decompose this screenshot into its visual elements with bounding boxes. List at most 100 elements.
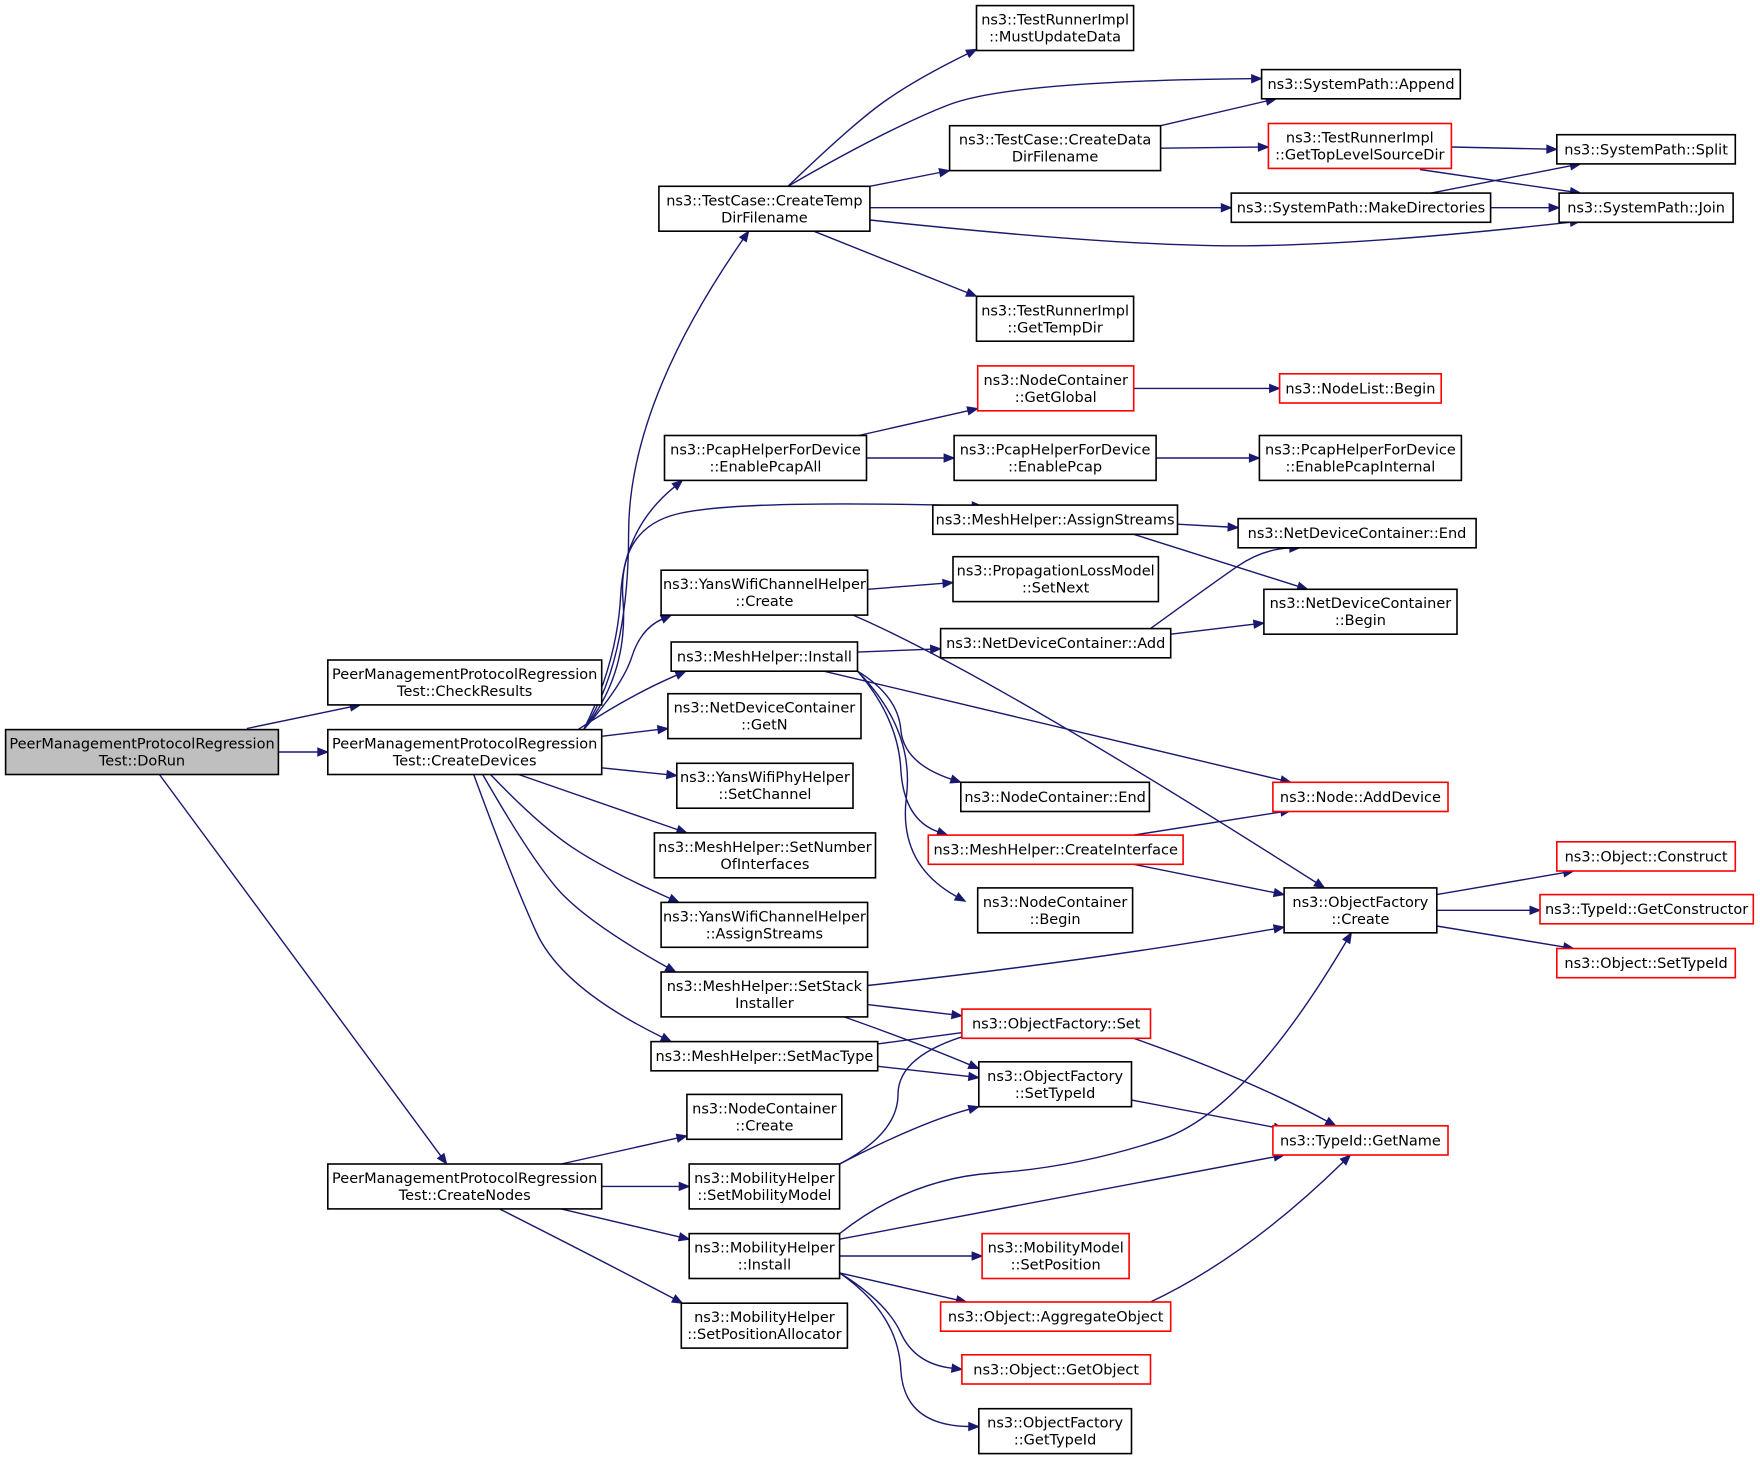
node-checkresults[interactable]: PeerManagementProtocolRegressionTest::Ch… [326,659,603,706]
node-split[interactable]: ns3::SystemPath::Split [1556,133,1737,165]
node-getobject[interactable]: ns3::Object::GetObject [961,1354,1152,1385]
node-box [688,1232,841,1280]
node-getname[interactable]: ns3::TypeId::GetName [1272,1125,1449,1156]
edge-createdevices-to-createtemp [583,230,750,730]
edge-line [867,1003,953,1016]
node-ndcgetn[interactable]: ns3::NetDeviceContainer::GetN [667,692,862,740]
node-yanscreate[interactable]: ns3::YansWifiChannelHelper::Create [660,569,869,616]
edge-createdevices-to-ndcgetn [601,725,670,737]
arrowhead-icon [1313,878,1326,889]
node-enablepcapall[interactable]: ns3::PcapHelperForDevice::EnablePcapAll [663,434,868,482]
node-box [660,901,869,949]
node-meshinstall[interactable]: ns3::MeshHelper::Install [670,641,859,673]
node-label-line: ::GetGlobal [1015,390,1097,406]
node-ofset[interactable]: ns3::ObjectFactory::Set [961,1008,1152,1040]
node-box [981,1232,1130,1280]
node-label-line: ns3::TestRunnerImpl [1286,130,1434,146]
edge-line [813,230,968,294]
node-label-line: DirFilename [721,210,808,226]
node-label-line: PeerManagementProtocolRegression [332,667,597,683]
node-aggregate[interactable]: ns3::Object::AggregateObject [939,1301,1172,1333]
node-objsettype[interactable]: ns3::Object::SetTypeId [1556,947,1737,979]
node-box [952,555,1160,603]
edge-line [1160,100,1267,127]
arrowhead-icon [1227,522,1240,532]
arrowhead-icon [1251,73,1263,84]
node-label-line: ns3::MobilityModel [988,1241,1124,1257]
node-label-line: ns3::NodeContainer [983,895,1127,911]
node-box [326,1163,603,1210]
node-ndcend[interactable]: ns3::NetDeviceContainer::End [1237,517,1477,549]
edge-line [1133,863,1275,894]
arrowhead-icon [1248,453,1261,463]
node-ndcbegin[interactable]: ns3::NetDeviceContainer::Begin [1263,588,1458,635]
node-enablepcap[interactable]: ns3::PcapHelperForDevice::EnablePcap [953,434,1157,482]
edge-line [839,1156,1275,1240]
edge-line [1170,623,1254,635]
node-box [953,434,1157,482]
edge-line [843,1016,970,1066]
node-mustupdate[interactable]: ns3::TestRunnerImpl::MustUpdateData [975,4,1135,52]
node-join[interactable]: ns3::SystemPath::Join [1558,192,1734,224]
edge-mobinstall-to-getobject [839,1272,964,1373]
node-gettempdir[interactable]: ns3::TestRunnerImpl::GetTempDir [975,295,1135,342]
node-meshassign[interactable]: ns3::MeshHelper::AssignStreams [931,504,1179,536]
node-box [4,728,280,776]
node-mobsetalloc[interactable]: ns3::MobilityHelper::SetPositionAllocato… [680,1302,849,1349]
node-objconstruct[interactable]: ns3::Object::Construct [1556,840,1737,872]
node-label-line: ns3::TestCase::CreateTemp [666,193,862,209]
node-mobinstall[interactable]: ns3::MobilityHelper::Install [688,1232,841,1280]
node-ofcreate[interactable]: ns3::ObjectFactory::Create [1283,887,1438,934]
node-enablepcapint[interactable]: ns3::PcapHelperForDevice::EnablePcapInte… [1258,434,1463,482]
node-ndcadd[interactable]: ns3::NetDeviceContainer::Add [939,627,1172,659]
arrowhead-icon [659,614,673,624]
node-dorun[interactable]: PeerManagementProtocolRegressionTest::Do… [4,728,280,776]
edge-line [857,670,957,898]
node-label-line: ns3::ObjectFactory [987,1069,1123,1085]
node-createdevices[interactable]: PeerManagementProtocolRegressionTest::Cr… [326,728,603,776]
node-gettoplevel[interactable]: ns3::TestRunnerImpl::GetTopLevelSourceDi… [1267,122,1453,170]
edge-line [857,670,939,833]
node-box [1539,893,1755,925]
node-getglobal[interactable]: ns3::NodeContainer::GetGlobal [976,365,1135,412]
node-nodelistbegin[interactable]: ns3::NodeList::Begin [1278,372,1442,404]
node-label-line: ns3::TypeId::GetName [1280,1133,1441,1149]
node-createnodes[interactable]: PeerManagementProtocolRegressionTest::Cr… [326,1163,603,1210]
node-yansassign[interactable]: ns3::YansWifiChannelHelper::AssignStream… [660,901,869,949]
node-nccreate[interactable]: ns3::NodeContainer::Create [686,1093,843,1141]
node-append[interactable]: ns3::SystemPath::Append [1260,68,1462,100]
node-setposition[interactable]: ns3::MobilityModel::SetPosition [981,1232,1130,1280]
edge-line [857,670,952,780]
node-createiface[interactable]: ns3::MeshHelper::CreateInterface [927,834,1184,866]
node-ofsettypeid[interactable]: ns3::ObjectFactory::SetTypeId [977,1061,1133,1108]
node-nodeadd[interactable]: ns3::Node::AddDevice [1272,781,1449,813]
arrowhead-icon [1324,1116,1337,1127]
edge-ofset-to-getname [1133,1037,1337,1127]
node-yansphy[interactable]: ns3::YansWifiPhyHelper::SetChannel [675,762,854,809]
node-mobsetmodel[interactable]: ns3::MobilityHelper::SetMobilityModel [688,1163,841,1210]
edge-line [839,1272,953,1369]
node-box [1260,68,1462,100]
node-label-line: ns3::MeshHelper::SetNumber [658,840,871,856]
node-box [680,1302,849,1349]
node-ncend[interactable]: ns3::NodeContainer::End [959,781,1151,813]
arrowhead-icon [967,1104,981,1115]
edge-line [877,1031,969,1045]
node-ncbegin[interactable]: ns3::NodeContainer::Begin [976,887,1134,934]
edge-line [518,773,678,831]
node-label-line: ::Create [1331,912,1389,928]
node-label-line: ns3::ObjectFactory [1292,895,1428,911]
edge-meshinstall-to-createiface [857,670,949,837]
node-ofgettypeid[interactable]: ns3::ObjectFactory::GetTypeId [977,1407,1133,1455]
node-getctor[interactable]: ns3::TypeId::GetConstructor [1539,893,1755,925]
node-makedirs[interactable]: ns3::SystemPath::MakeDirectories [1230,192,1492,224]
edge-dorun-to-checkresults [246,702,362,730]
node-setnext[interactable]: ns3::PropagationLossModel::SetNext [952,555,1160,603]
node-label-line: PeerManagementProtocolRegression [332,737,597,753]
node-setmactype[interactable]: ns3::MeshHelper::SetMacType [650,1040,879,1072]
edge-line [583,503,973,731]
